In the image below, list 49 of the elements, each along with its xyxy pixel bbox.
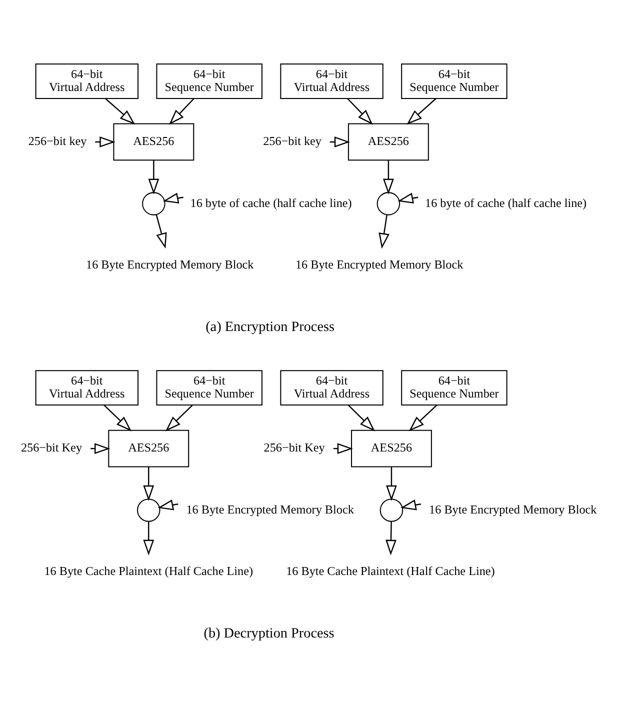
arrow xyxy=(347,98,373,124)
node-text: 256−bit key xyxy=(28,134,87,148)
arrow xyxy=(348,404,375,431)
node-box: 64−bit Virtual Address xyxy=(35,370,138,406)
arrow xyxy=(408,404,438,431)
node-text: 16 Byte Encrypted Memory Block xyxy=(295,257,464,272)
node-text: 16 byte of cache (half cache line) xyxy=(190,195,352,210)
arrow xyxy=(143,520,154,555)
arrow xyxy=(400,499,422,510)
arrow xyxy=(378,214,390,248)
node-text: 16 Byte Cache Plaintext (Half Cache Line) xyxy=(286,564,495,578)
arrow xyxy=(169,98,194,124)
arrow xyxy=(158,499,178,510)
node-box: 64−bit Virtual Address xyxy=(35,63,138,98)
node-box: AES256 xyxy=(351,429,432,467)
node-box: AES256 xyxy=(108,429,190,467)
node-text: 16 Byte Cache Plaintext (Half Cache Line) xyxy=(44,564,253,578)
node-box: 64−bit Virtual Address xyxy=(280,63,384,98)
node-text: 256−bit Key xyxy=(20,440,82,454)
arrow xyxy=(156,214,167,248)
label: (a) Encryption Process xyxy=(206,318,335,334)
arrow xyxy=(105,98,136,124)
node-circle xyxy=(376,192,400,215)
arrow xyxy=(386,466,397,500)
arrow xyxy=(382,160,394,194)
node-text: 256−bit key xyxy=(263,134,322,148)
arrow xyxy=(386,520,396,555)
node-text: 16 Byte Encrypted Memory Block xyxy=(429,502,597,516)
node-text: 256−bit Key xyxy=(264,440,325,454)
node-box: 64−bit Virtual Address xyxy=(280,370,384,406)
node-text: 16 byte of cache (half cache line) xyxy=(425,195,587,210)
node-circle xyxy=(142,192,166,215)
arrow xyxy=(143,466,154,500)
node-box: 64−bit Sequence Number xyxy=(401,63,508,98)
node-box: 64−bit Sequence Number xyxy=(156,63,262,98)
node-box: 64−bit Sequence Number xyxy=(156,370,262,406)
arrow xyxy=(104,404,132,431)
arrow xyxy=(406,98,436,124)
node-circle xyxy=(136,498,160,522)
node-box: AES256 xyxy=(348,122,429,160)
arrow xyxy=(165,404,193,431)
node-circle xyxy=(380,498,404,522)
node-box: 64−bit Sequence Number xyxy=(401,370,508,406)
node-text: 16 Byte Encrypted Memory Block xyxy=(86,257,254,272)
label: (b) Decryption Process xyxy=(204,624,334,641)
arrow xyxy=(162,192,184,204)
node-text: 16 Byte Encrypted Memory Block xyxy=(186,502,354,516)
arrow xyxy=(148,160,160,194)
node-box: AES256 xyxy=(113,122,194,160)
